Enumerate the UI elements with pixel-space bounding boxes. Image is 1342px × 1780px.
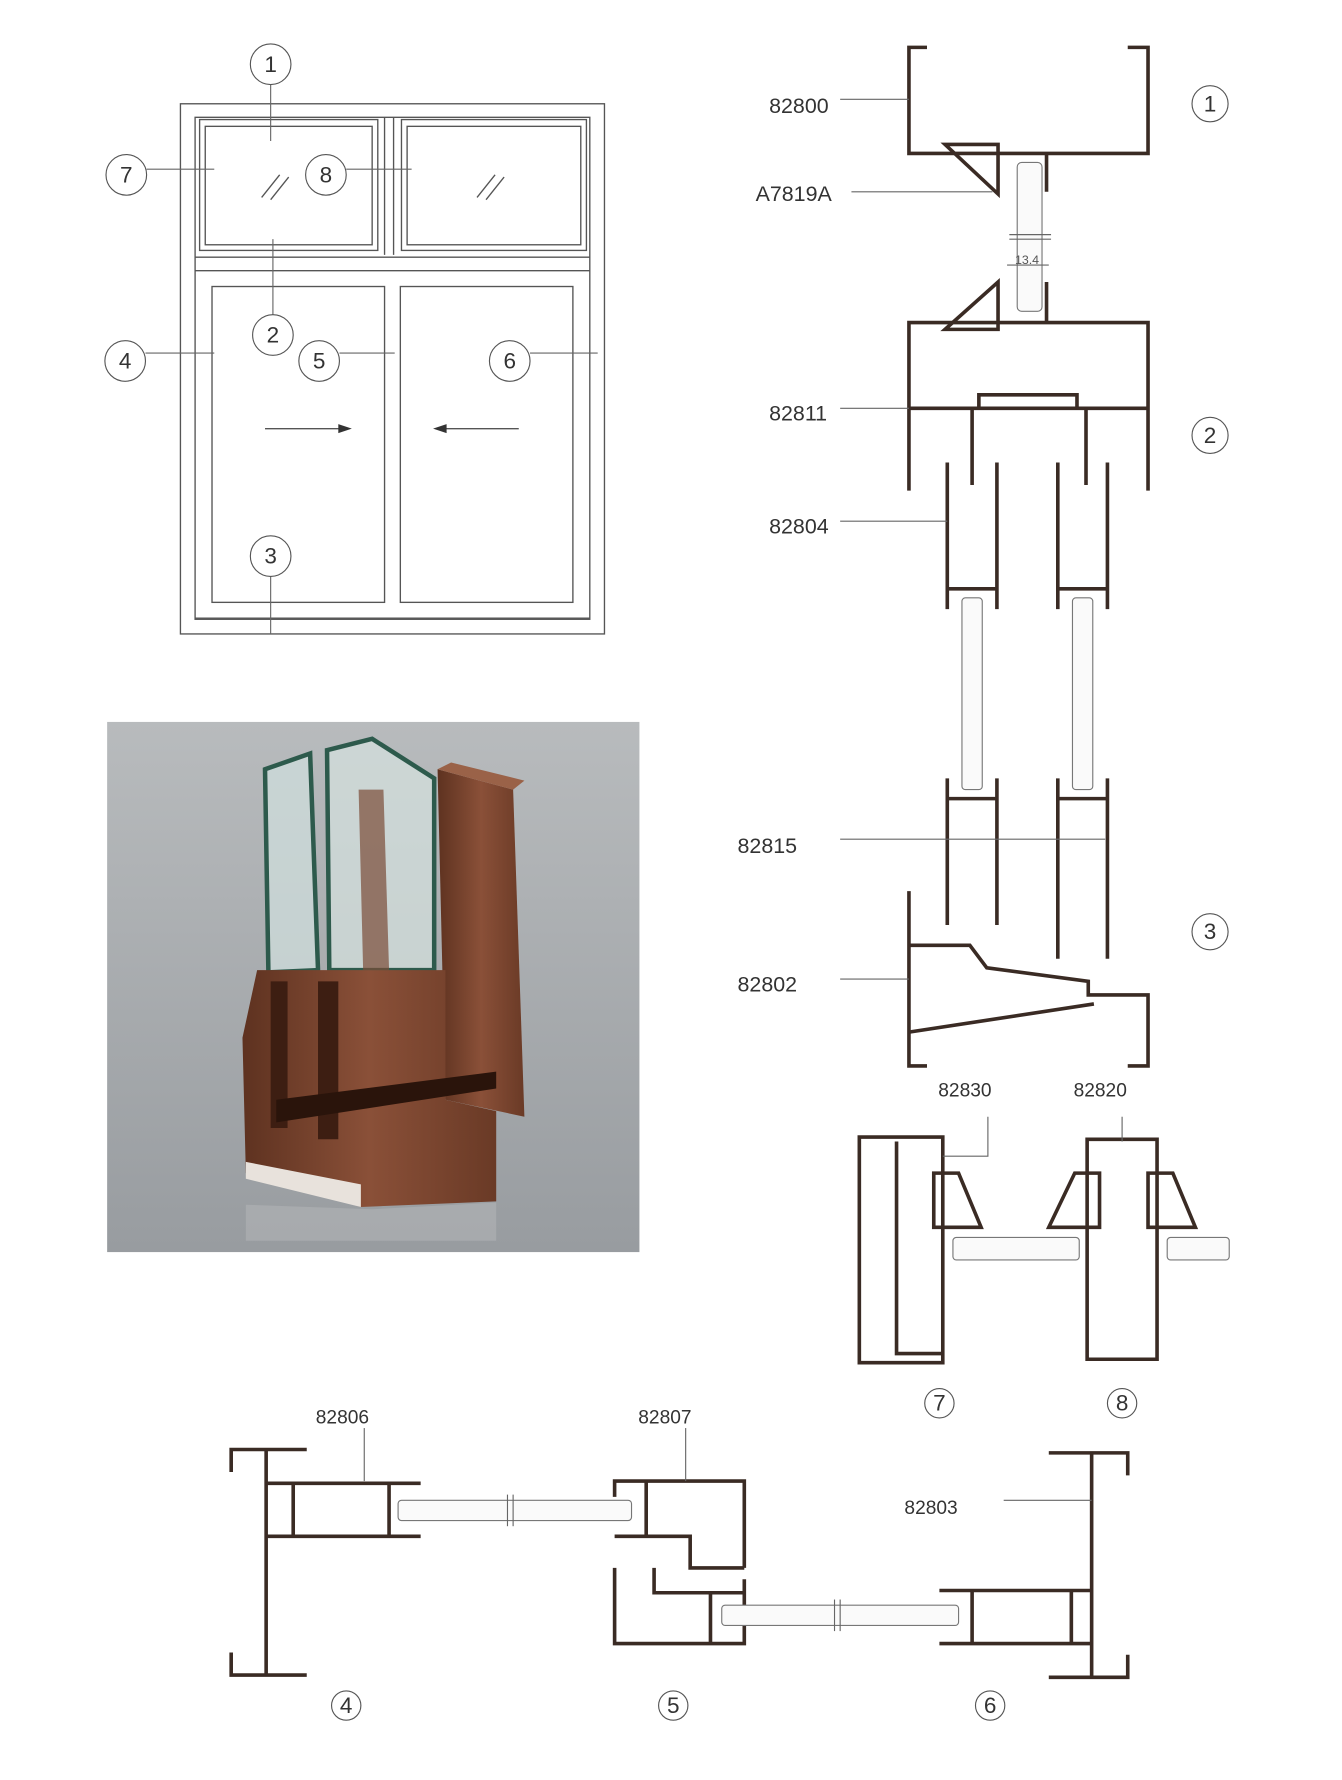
part-label-82811: 82811	[769, 402, 827, 426]
svg-text:7: 7	[933, 1391, 946, 1416]
profile-3d-render-image	[107, 721, 640, 1253]
svg-text:3: 3	[264, 544, 277, 569]
part-label-82820: 82820	[1074, 1080, 1127, 1101]
svg-text:4: 4	[119, 348, 132, 373]
part-label-82804: 82804	[769, 515, 829, 539]
callout-1: 1	[249, 43, 292, 86]
glass-thickness-dimension: 13.4	[1015, 253, 1039, 267]
svg-text:1: 1	[264, 52, 277, 77]
callout-4: 4	[104, 340, 147, 382]
right-sliding-sash	[399, 285, 574, 604]
callout-1: 1	[1191, 85, 1229, 123]
svg-text:8: 8	[1116, 1391, 1129, 1416]
slide-right-arrow-icon	[265, 424, 352, 434]
callout-3: 3	[249, 535, 292, 577]
vertical-section-drawing: 13.4 82800 A7819A 82811 82804 82815 8280…	[738, 45, 1229, 1068]
svg-text:7: 7	[120, 162, 133, 187]
part-label-a7819a: A7819A	[756, 182, 833, 206]
callout-2: 2	[252, 314, 294, 356]
left-sliding-sash	[211, 285, 386, 604]
callout-5: 5	[298, 340, 341, 382]
horizontal-section-drawing: 82806 82807 82803 4 5 6	[229, 1408, 1130, 1721]
svg-text:4: 4	[340, 1693, 353, 1718]
svg-text:8: 8	[320, 162, 333, 187]
part-label-82830: 82830	[938, 1080, 991, 1101]
svg-text:3: 3	[1204, 919, 1217, 944]
callout-7: 7	[105, 153, 148, 196]
callout-5: 5	[658, 1690, 689, 1721]
callout-7: 7	[924, 1388, 955, 1419]
part-label-82803: 82803	[904, 1498, 957, 1519]
callout-4: 4	[330, 1690, 362, 1721]
window-elevation: 1 7 8 2 4 5 6 3	[104, 43, 606, 635]
svg-text:5: 5	[667, 1693, 680, 1718]
svg-text:2: 2	[267, 323, 280, 348]
part-label-82802: 82802	[738, 973, 798, 997]
svg-text:6: 6	[503, 348, 516, 373]
part-label-82800: 82800	[769, 94, 829, 118]
part-label-82815: 82815	[738, 834, 798, 858]
svg-text:6: 6	[984, 1693, 997, 1718]
callout-6: 6	[974, 1690, 1006, 1721]
slide-left-arrow-icon	[433, 424, 519, 434]
part-label-82807: 82807	[638, 1408, 691, 1429]
svg-text:2: 2	[1204, 423, 1217, 448]
callout-6: 6	[488, 340, 531, 382]
svg-text:5: 5	[313, 348, 326, 373]
part-label-82806: 82806	[316, 1408, 369, 1429]
callout-8: 8	[305, 153, 347, 196]
glass-hatch-icon	[261, 174, 505, 201]
callout-2: 2	[1191, 416, 1229, 455]
callout-3: 3	[1191, 913, 1229, 951]
svg-text:1: 1	[1204, 91, 1217, 116]
callout-8: 8	[1106, 1388, 1138, 1419]
fixed-pane-section-drawing: 82830 82820 7 8	[857, 1080, 1230, 1419]
